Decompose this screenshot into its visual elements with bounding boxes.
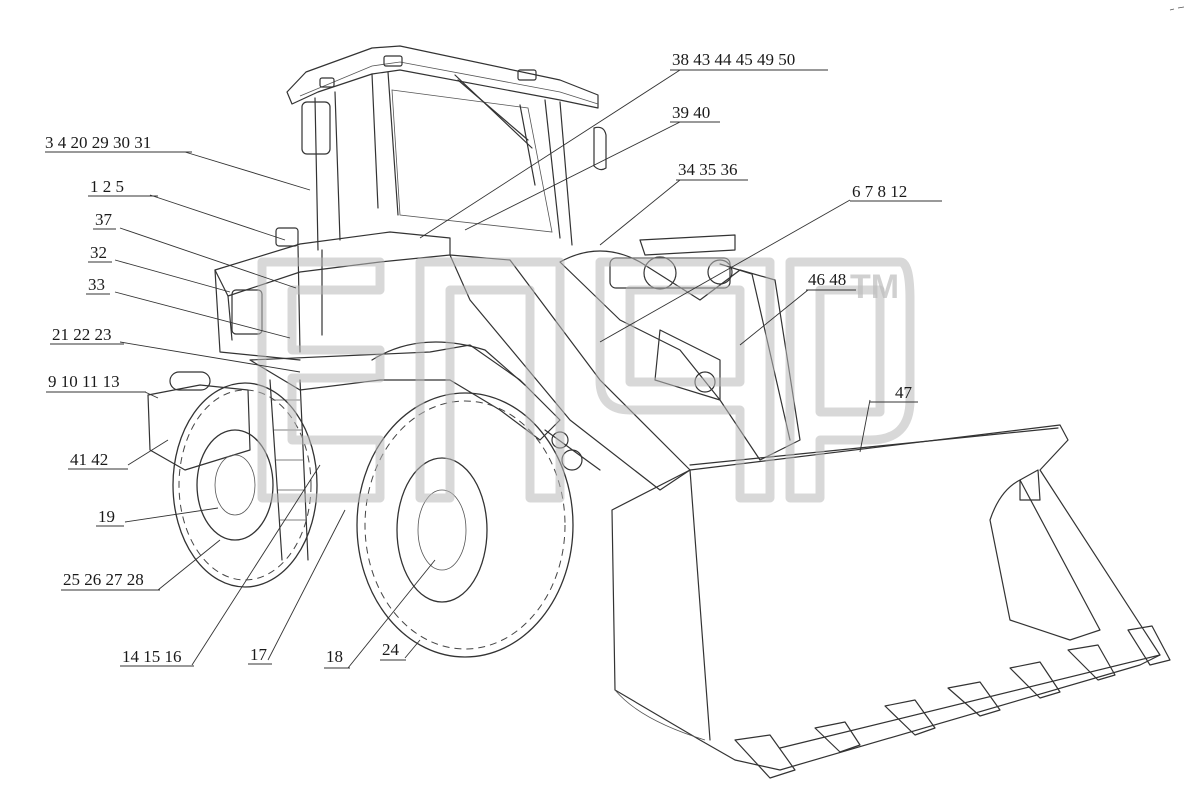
callout-38-43-44-45-49-50: 38 43 44 45 49 50 bbox=[672, 50, 795, 69]
callout-9-10-11-13: 9 10 11 13 bbox=[48, 372, 120, 391]
bucket bbox=[611, 424, 1171, 779]
counterweight bbox=[147, 384, 251, 471]
callout-25-26-27-28: 25 26 27 28 bbox=[63, 570, 144, 589]
loader-drawing bbox=[147, 6, 1185, 779]
leader-lines bbox=[114, 69, 871, 669]
callout-19: 19 bbox=[98, 507, 115, 526]
right-mirror bbox=[593, 126, 607, 171]
callout-37: 37 bbox=[95, 210, 113, 229]
front-wheel bbox=[356, 392, 574, 658]
callout-32: 32 bbox=[90, 243, 107, 262]
watermark-tm: TM bbox=[850, 268, 899, 306]
callout-14-15-16: 14 15 16 bbox=[122, 647, 182, 666]
callout-6-7-8-12: 6 7 8 12 bbox=[852, 182, 907, 201]
callout-47: 47 bbox=[895, 383, 913, 402]
callout-33: 33 bbox=[88, 275, 105, 294]
left-mirror bbox=[301, 101, 331, 155]
callout-46-48: 46 48 bbox=[808, 270, 846, 289]
callout-39-40: 39 40 bbox=[672, 103, 710, 122]
watermark: TM bbox=[257, 257, 915, 503]
cab-roof bbox=[286, 45, 599, 109]
callout-18: 18 bbox=[326, 647, 343, 666]
callout-labels: 38 43 44 45 49 50 39 40 3 4 20 29 30 31 … bbox=[45, 50, 942, 669]
exhaust bbox=[169, 371, 211, 391]
callout-41-42: 41 42 bbox=[70, 450, 108, 469]
callout-1-2-5: 1 2 5 bbox=[90, 177, 124, 196]
rear-wheel bbox=[172, 382, 318, 588]
callout-3-4-20-29-30-31: 3 4 20 29 30 31 bbox=[45, 133, 151, 152]
callout-24: 24 bbox=[382, 640, 400, 659]
callout-21-22-23: 21 22 23 bbox=[52, 325, 112, 344]
filler-cap bbox=[275, 227, 299, 247]
callout-17: 17 bbox=[250, 645, 268, 664]
callout-34-35-36: 34 35 36 bbox=[678, 160, 738, 179]
boom-arm bbox=[449, 254, 691, 491]
